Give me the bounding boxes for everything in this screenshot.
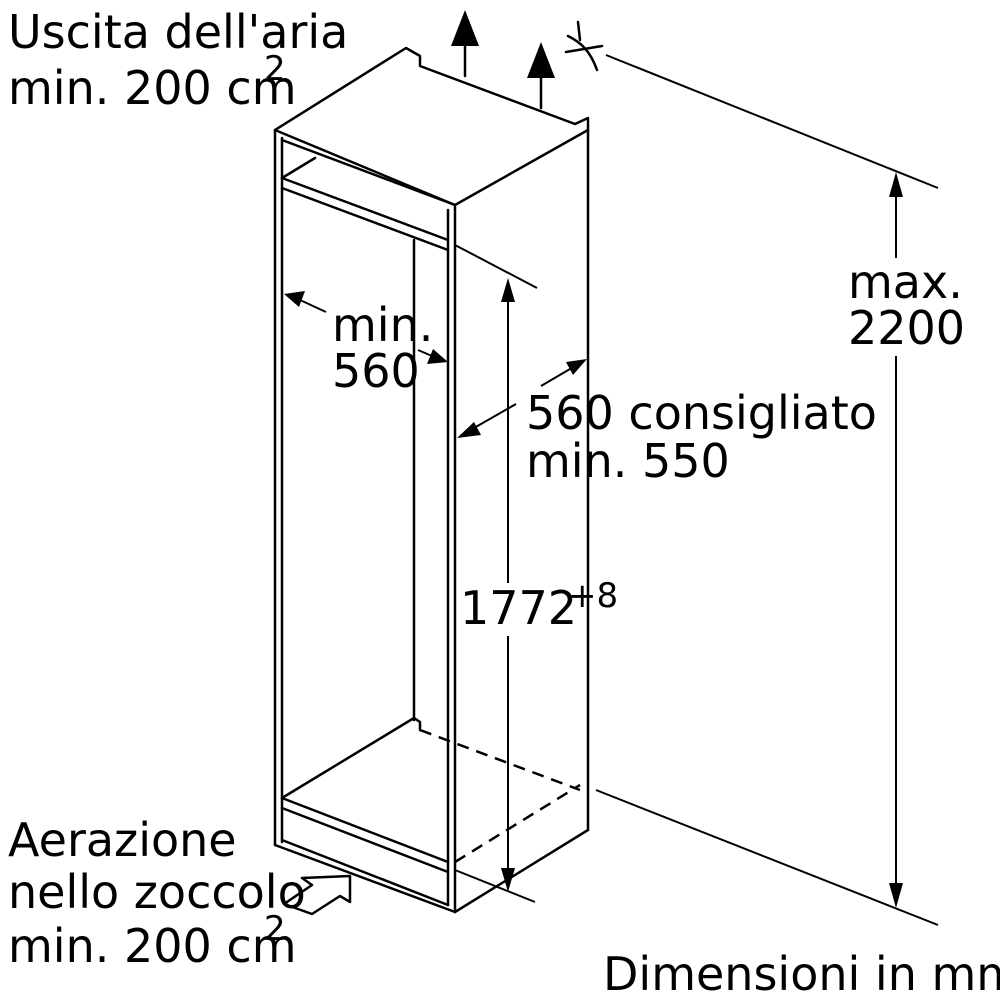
depth-label-line1: 560 consigliato — [526, 386, 877, 440]
air-outlet-unit-superscript: 2 — [264, 49, 286, 89]
niche-height-value: 1772 — [460, 581, 577, 635]
units-caption: Dimensioni in mm — [603, 947, 1000, 1000]
air-outlet-arrows — [451, 10, 555, 110]
max-height-label-line2: 2200 — [848, 301, 965, 355]
air-outlet-label-line2: min. 200 cm — [8, 61, 297, 115]
break-symbol-icon — [564, 20, 604, 72]
niche-height-tolerance: +8 — [568, 576, 618, 616]
max-height-label-line1: max. — [848, 255, 963, 309]
labels: Uscita dell'aria min. 200 cm 2 min. 560 … — [8, 5, 1000, 1001]
extension-lines — [454, 54, 939, 926]
depth-label-line2: min. 550 — [526, 434, 730, 488]
width-min-label-line2: 560 — [332, 344, 420, 398]
plinth-ventilation-label-line1: Aerazione — [8, 813, 237, 867]
plinth-unit-superscript: 2 — [264, 909, 286, 949]
plinth-ventilation-label-line2: nello zoccolo — [8, 865, 306, 919]
niche-height-dimension — [501, 278, 515, 892]
up-arrow-icon — [527, 42, 555, 110]
air-outlet-label-line1: Uscita dell'aria — [8, 5, 348, 59]
plinth-inlet-arrow-icon — [282, 874, 352, 916]
cabinet-niche — [273, 46, 590, 914]
depth-dimension-arrows — [457, 359, 587, 438]
up-arrow-icon — [451, 10, 479, 78]
max-height-dimension — [889, 172, 903, 908]
plinth-ventilation-label-line3: min. 200 cm — [8, 919, 297, 973]
width-min-label-line1: min. — [332, 298, 433, 352]
width-dimension-arrows — [284, 291, 448, 364]
